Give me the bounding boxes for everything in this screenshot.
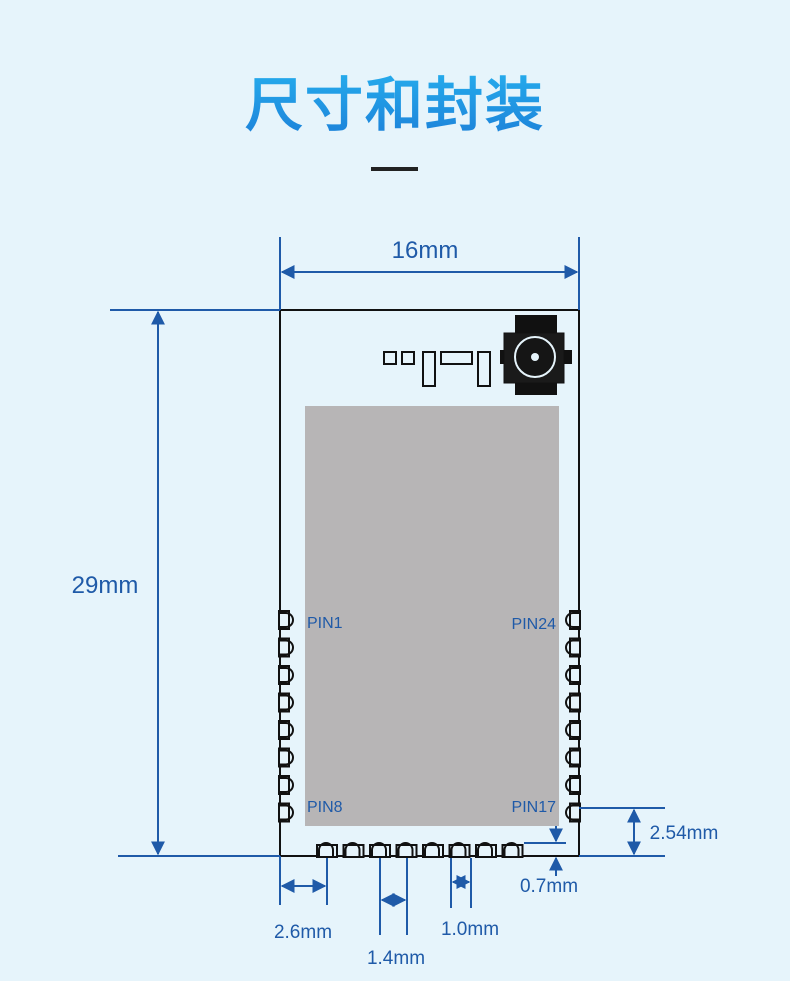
right-pad-notch bbox=[565, 639, 579, 656]
left-pad-notch bbox=[280, 667, 294, 683]
left-pad-notch bbox=[280, 612, 294, 628]
right-castellated-pads bbox=[565, 610, 581, 823]
right-pad-notch bbox=[565, 749, 579, 766]
right-pad bbox=[569, 637, 581, 658]
left-pad bbox=[278, 637, 290, 658]
shield-can bbox=[305, 406, 559, 826]
left-pad-notch bbox=[280, 639, 294, 656]
right-pad-notch bbox=[565, 722, 579, 738]
pitch-label: 2.54mm bbox=[650, 823, 719, 844]
bottom-pad-notch bbox=[503, 842, 520, 856]
pin1-label: PIN1 bbox=[307, 615, 343, 632]
right-pad bbox=[569, 747, 581, 768]
bottom-pad-notch bbox=[318, 842, 334, 856]
pin8-label: PIN8 bbox=[307, 799, 343, 816]
bottom-pad-notch bbox=[424, 842, 440, 856]
pad-width-label: 1.0mm bbox=[441, 919, 499, 940]
right-pad bbox=[569, 610, 581, 630]
left-pad-notch bbox=[280, 804, 294, 821]
right-pad-notch bbox=[565, 667, 579, 683]
left-pad-notch bbox=[280, 694, 294, 711]
pad-pitch-label: 1.4mm bbox=[367, 948, 425, 969]
left-margin-label: 2.6mm bbox=[274, 922, 332, 943]
right-pad bbox=[569, 775, 581, 795]
right-pad-notch bbox=[565, 804, 579, 821]
right-pad-notch bbox=[565, 694, 579, 711]
right-pad-notch bbox=[565, 612, 579, 628]
width-label: 16mm bbox=[392, 237, 459, 264]
passive-components bbox=[383, 351, 491, 387]
bottom-pad-notch bbox=[397, 842, 414, 856]
right-pad-notch bbox=[565, 777, 579, 793]
left-pad bbox=[278, 665, 290, 685]
page-title: 尺寸和封装 bbox=[0, 58, 790, 142]
left-pad-notch bbox=[280, 749, 294, 766]
bottom-pad-notch bbox=[477, 842, 493, 856]
pin17-label: PIN17 bbox=[512, 799, 557, 816]
edge-offset-label: 0.7mm bbox=[520, 876, 578, 897]
bottom-pad-notch bbox=[450, 842, 467, 856]
left-castellated-pads bbox=[278, 610, 294, 823]
right-pad bbox=[569, 802, 581, 823]
left-pad bbox=[278, 692, 290, 713]
left-pad-notch bbox=[280, 777, 294, 793]
left-pad bbox=[278, 802, 290, 823]
left-pad bbox=[278, 610, 290, 630]
pin24-label: PIN24 bbox=[512, 616, 557, 633]
bottom-castellated-pads bbox=[316, 842, 524, 858]
right-pad bbox=[569, 665, 581, 685]
bottom-pad-notch bbox=[371, 842, 387, 856]
right-pad bbox=[569, 720, 581, 740]
antenna-connector bbox=[500, 315, 572, 395]
height-label: 29mm bbox=[72, 572, 139, 599]
left-pad bbox=[278, 720, 290, 740]
title-divider bbox=[371, 167, 418, 171]
left-pad bbox=[278, 775, 290, 795]
left-pad-notch bbox=[280, 722, 294, 738]
right-pad bbox=[569, 692, 581, 713]
left-pad bbox=[278, 747, 290, 768]
bottom-pad-notch bbox=[344, 842, 361, 856]
